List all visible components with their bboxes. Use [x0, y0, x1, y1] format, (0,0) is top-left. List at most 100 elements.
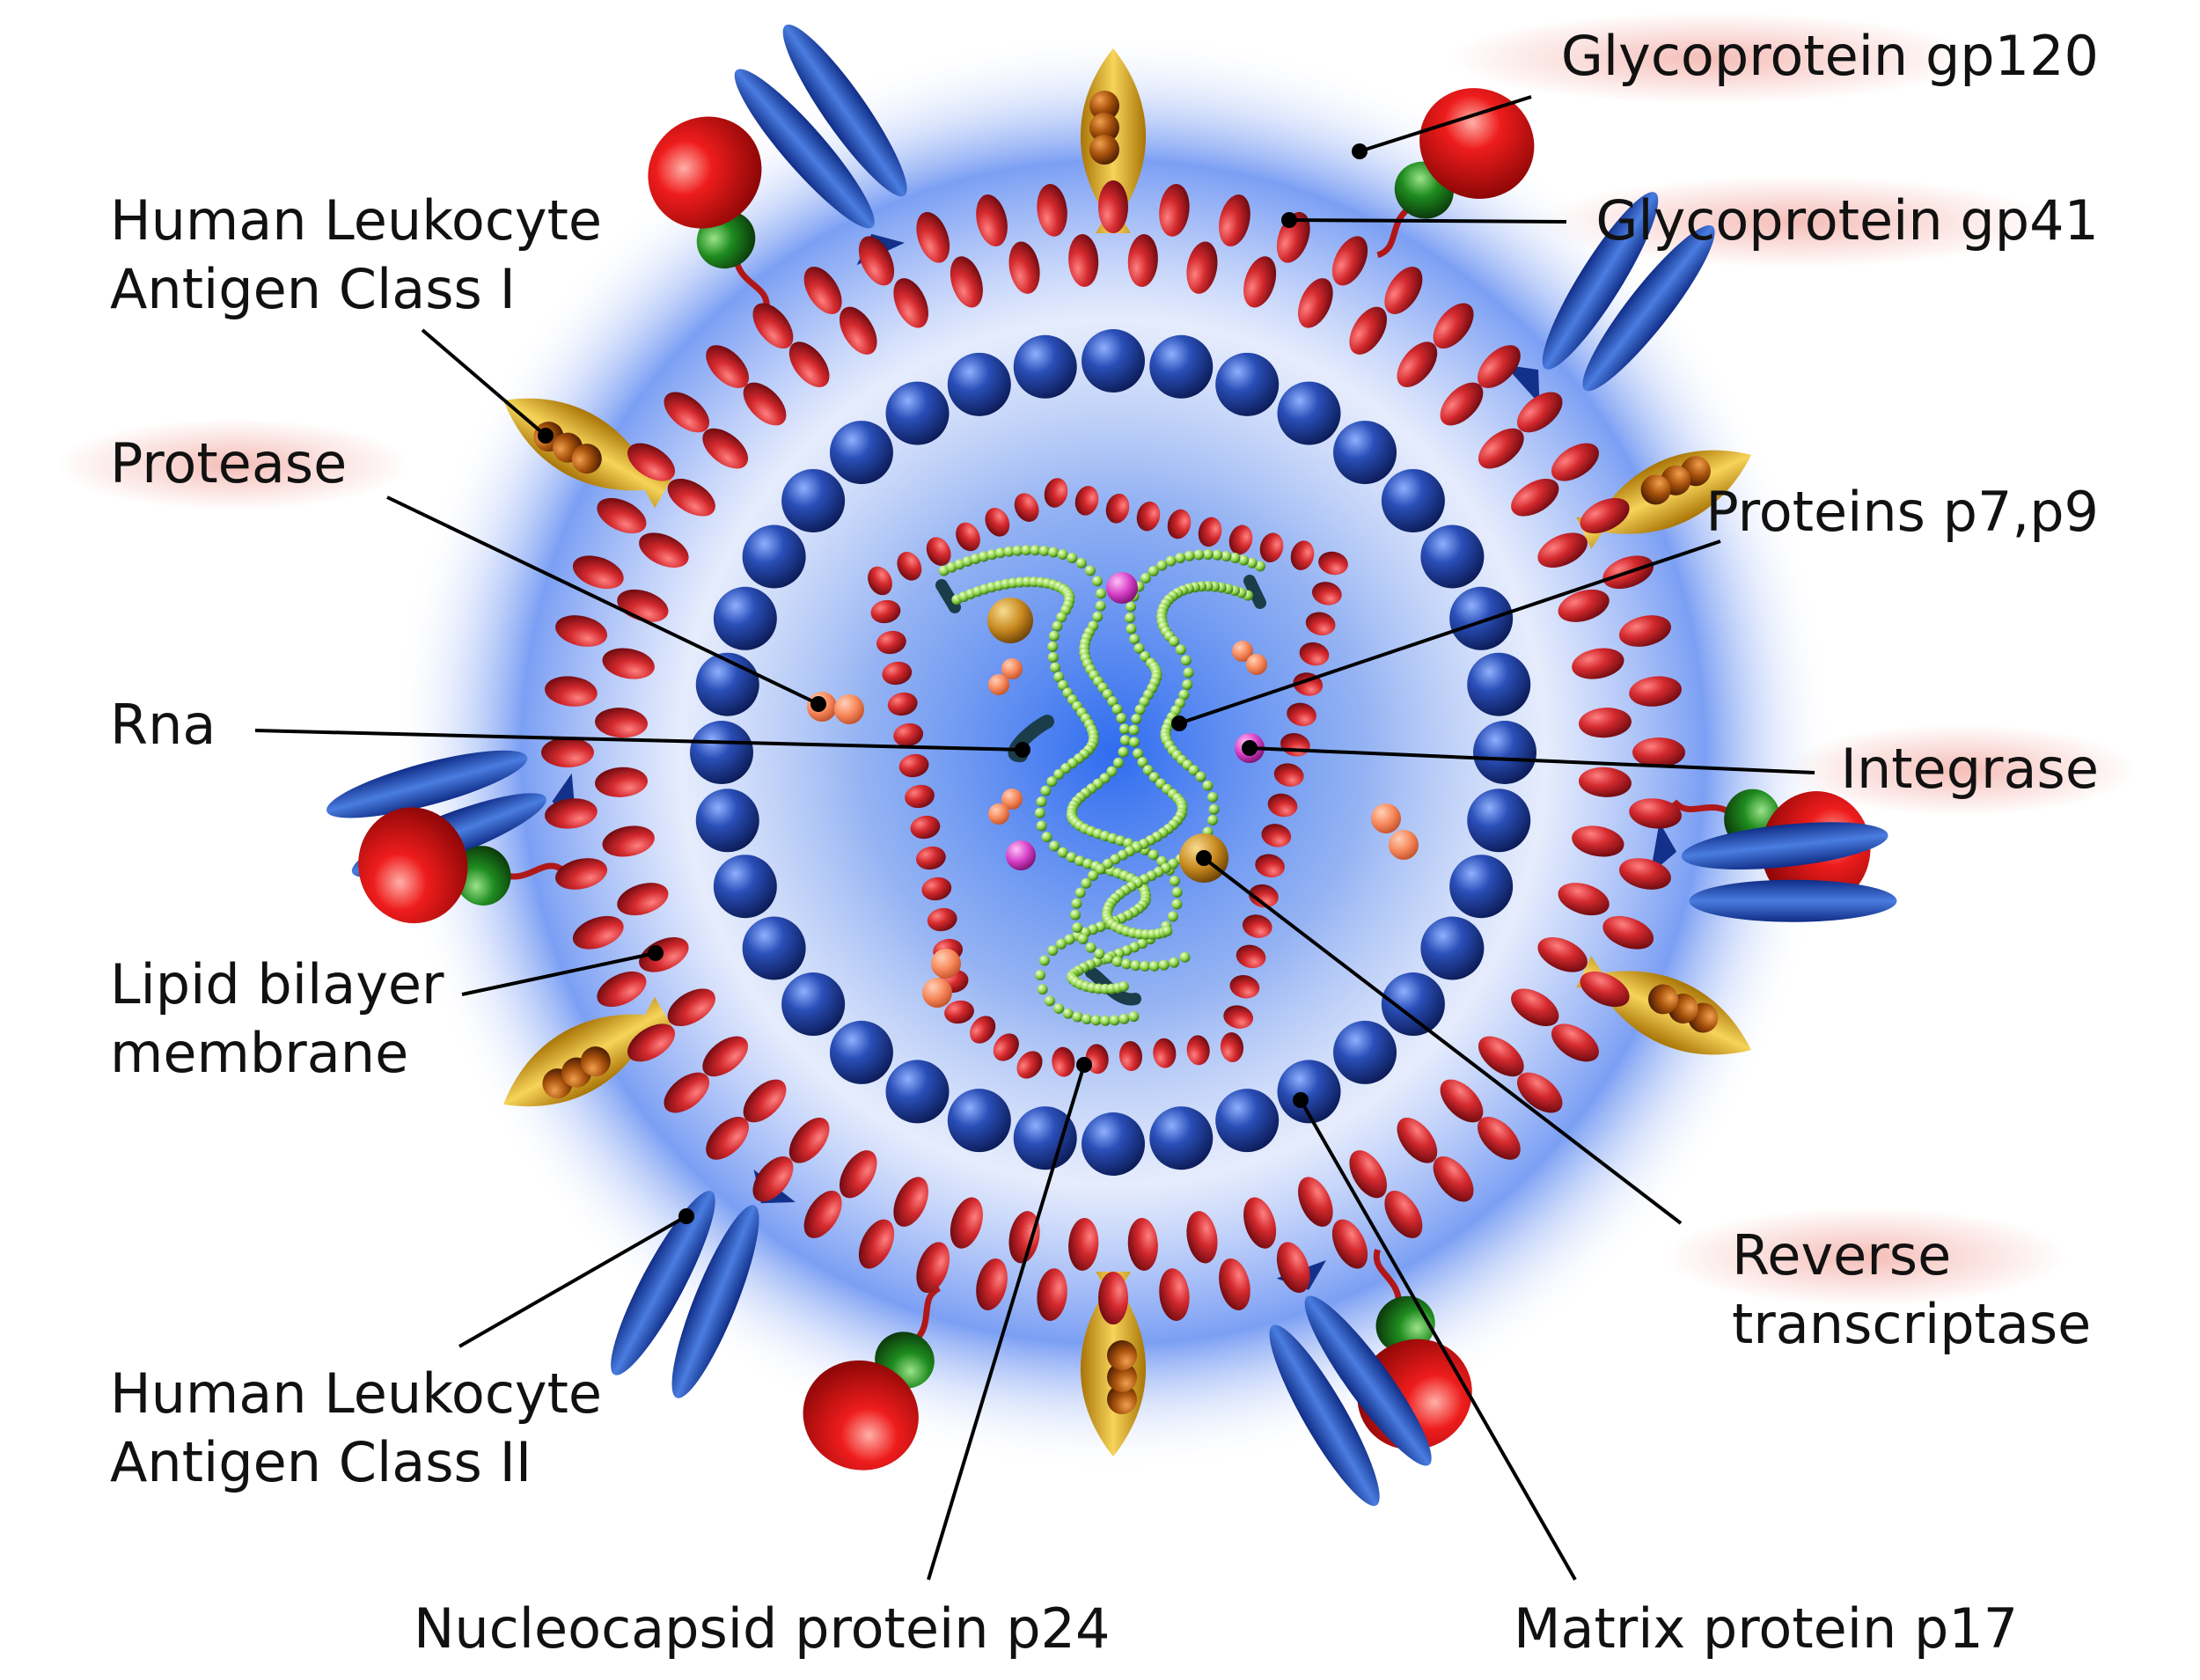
capsid-bead	[898, 753, 929, 778]
envelope-bead	[893, 278, 928, 328]
envelope-bead	[1440, 382, 1484, 426]
rna-bead	[1148, 565, 1159, 576]
envelope-bead	[639, 937, 689, 972]
envelope-bead	[1098, 180, 1128, 233]
envelope-bead	[1349, 1150, 1387, 1199]
capsid-bead	[926, 537, 951, 566]
envelope-bead	[1511, 988, 1559, 1026]
rna-bead	[1106, 766, 1118, 777]
capsid-bead	[1167, 509, 1192, 539]
envelope-bead	[1433, 303, 1474, 349]
rna-bead	[1091, 576, 1103, 587]
rna-bead	[1175, 553, 1186, 564]
rna-bead	[1047, 641, 1059, 652]
matrix-bead	[1420, 916, 1485, 980]
label-reverse-transcriptase-line1: Reverse	[1732, 1223, 1951, 1288]
capsid-bead	[970, 1016, 996, 1044]
envelope-bead	[752, 1155, 794, 1202]
envelope-bead	[627, 443, 675, 481]
rna-bead	[1074, 887, 1086, 899]
rna-bead	[1162, 926, 1173, 937]
envelope-bead	[893, 1177, 928, 1227]
envelope-bead	[706, 1117, 749, 1160]
label-proteins-p7-p9: Proteins p7,p9	[1705, 480, 2099, 544]
capsid-bead	[1223, 1005, 1254, 1029]
rna-bead	[1035, 969, 1046, 980]
matrix-bead	[1381, 468, 1445, 532]
capsid-bead	[870, 599, 901, 624]
envelope-bead	[1551, 1023, 1599, 1062]
capsid-bead	[905, 784, 935, 809]
rna-bead	[1074, 855, 1086, 867]
envelope-bead	[743, 382, 787, 426]
matrix-bead	[1082, 1112, 1145, 1176]
rna-bead	[1169, 635, 1180, 647]
envelope-bead	[597, 971, 647, 1008]
label-hla-class-1-line1: Human Leukocyte	[110, 188, 602, 253]
rna-bead	[1140, 572, 1151, 583]
rna-bead	[1036, 796, 1047, 807]
envelope-bead	[1478, 1117, 1521, 1160]
envelope-bead	[602, 825, 655, 857]
rna-bead	[1081, 1013, 1092, 1024]
rna-bead	[1207, 814, 1219, 825]
rna-bead	[1121, 958, 1133, 970]
matrix-bead	[947, 352, 1011, 416]
envelope-bead	[1537, 532, 1588, 568]
matrix-protein-ring	[690, 329, 1536, 1176]
rna-bead	[970, 554, 981, 565]
rna-bead	[1221, 551, 1232, 562]
rna-bead	[994, 547, 1006, 559]
rna-bead	[1109, 1015, 1120, 1026]
envelope-bead	[545, 798, 598, 829]
envelope-bead	[1558, 883, 1610, 916]
matrix-bead	[885, 381, 950, 445]
envelope-bead	[1579, 767, 1632, 797]
envelope-bead	[1618, 858, 1671, 890]
rna-bead	[1128, 724, 1140, 736]
envelope-bead	[1478, 428, 1524, 469]
matrix-bead	[1449, 586, 1514, 650]
rna-bead	[1212, 549, 1223, 561]
envelope-bead	[1068, 1218, 1099, 1271]
capsid-bead	[1305, 612, 1336, 635]
envelope-bead	[1127, 234, 1158, 287]
envelope-bead	[1068, 234, 1099, 287]
label-hla-class-2-line2: Antigen Class II	[110, 1430, 532, 1494]
rna-bead	[1070, 909, 1082, 921]
capsid-bead	[915, 846, 946, 870]
envelope-bead	[752, 303, 794, 349]
rna-bead	[1183, 667, 1194, 679]
matrix-bead	[742, 525, 806, 589]
envelope-bead	[1629, 798, 1682, 829]
envelope-bead	[1516, 1072, 1563, 1113]
envelope-bead	[1384, 267, 1423, 314]
envelope-bead	[976, 194, 1008, 247]
rna-bead	[1119, 723, 1131, 735]
rna-bead	[1064, 934, 1075, 945]
rna-bead	[1171, 899, 1183, 910]
label-gp41: Glycoprotein gp41	[1595, 188, 2099, 253]
rna-bead	[1050, 662, 1061, 673]
rna-bead	[1129, 634, 1140, 645]
rna-bead	[1044, 995, 1055, 1007]
capsid-bead	[1311, 582, 1342, 605]
envelope-bead	[1618, 615, 1671, 647]
envelope-bead	[1008, 1211, 1040, 1264]
rna-bead	[1111, 704, 1123, 715]
rna-bead	[1139, 696, 1150, 708]
envelope-bead	[545, 676, 598, 707]
rna-bead	[1182, 679, 1193, 691]
capsid-bead	[893, 723, 924, 747]
rna-bead	[1103, 953, 1114, 965]
matrix-bead	[1215, 352, 1280, 416]
rna-bead	[1038, 545, 1050, 556]
matrix-bead	[1333, 421, 1397, 485]
label-hla-class-2-line1: Human Leukocyte	[110, 1361, 602, 1426]
capsid-bead	[1016, 1051, 1043, 1079]
label-nucleocapsid-p24: Nucleocapsid protein p24	[414, 1596, 1110, 1661]
matrix-bead	[1082, 329, 1145, 392]
envelope-bead	[916, 211, 950, 263]
matrix-bead	[690, 721, 753, 784]
rna-bead	[1202, 549, 1214, 561]
